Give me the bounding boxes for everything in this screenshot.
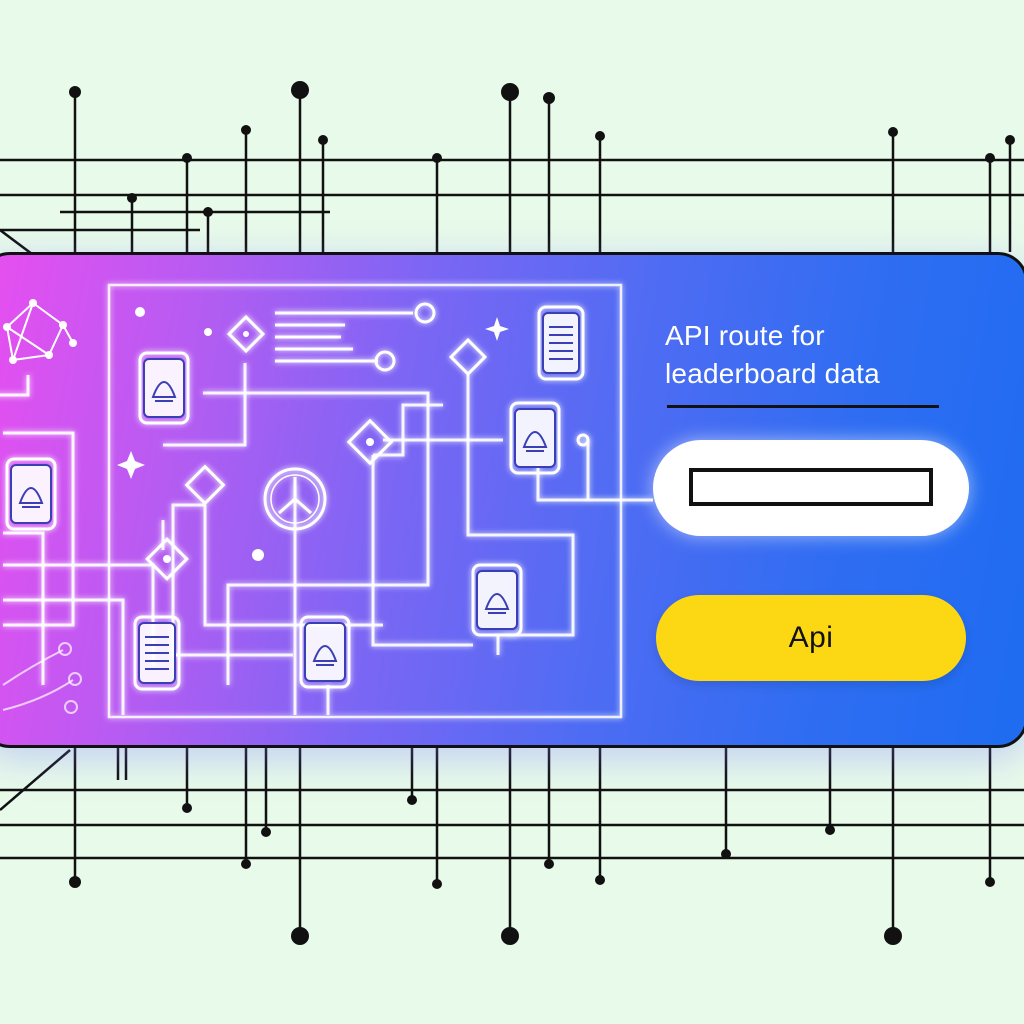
network-diagram	[0, 283, 653, 719]
route-input[interactable]	[689, 468, 933, 506]
globe-icon	[263, 467, 327, 531]
api-banner-card: API route for leaderboard data Api	[0, 252, 1024, 748]
title-line-2: leaderboard data	[665, 358, 880, 389]
input-pill	[653, 440, 969, 536]
user-icon	[5, 351, 561, 689]
network-icon	[5, 301, 74, 362]
api-button[interactable]: Api	[656, 595, 966, 681]
title-line-1: API route for	[665, 320, 825, 351]
sparkle-icon	[117, 317, 509, 479]
title-underline	[667, 405, 939, 408]
list-lines-icon	[275, 311, 413, 363]
page-title: API route for leaderboard data	[665, 317, 965, 393]
document-icon	[133, 305, 585, 691]
diamond-node-icon	[145, 314, 488, 581]
